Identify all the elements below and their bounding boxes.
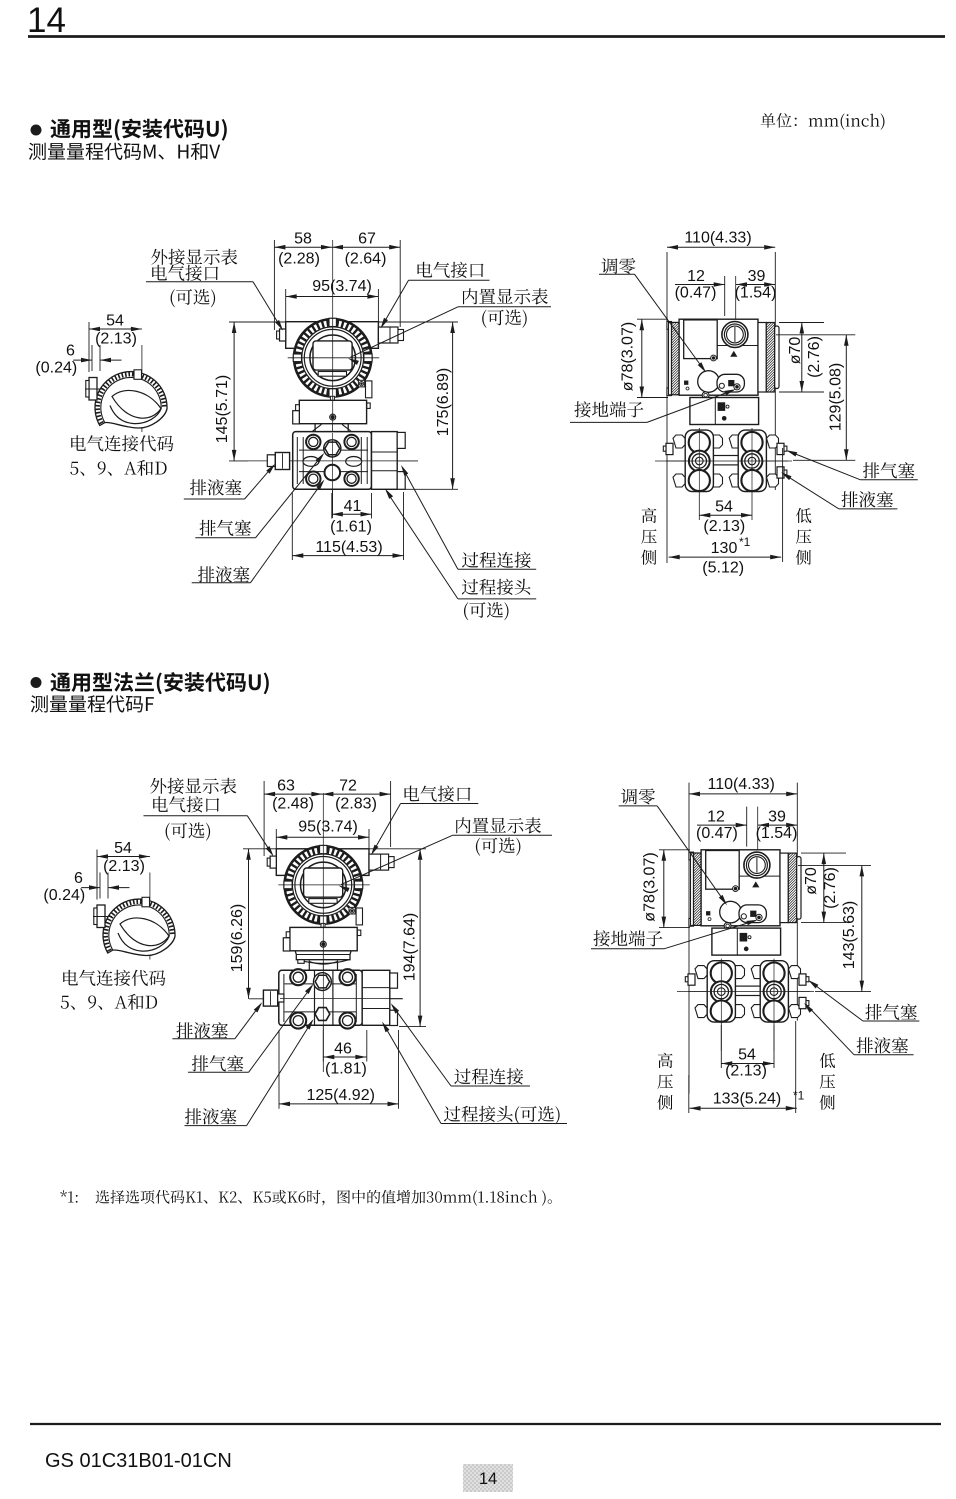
svg-text:(2.48): (2.48)	[272, 796, 314, 813]
svg-text:(2.76): (2.76)	[806, 336, 823, 378]
svg-text:54: 54	[738, 1047, 756, 1064]
svg-text:39: 39	[748, 268, 766, 285]
svg-text:194(7.64): 194(7.64)	[401, 913, 418, 982]
svg-text:54: 54	[114, 840, 132, 857]
svg-text:(2.13): (2.13)	[103, 858, 145, 875]
svg-text:54: 54	[715, 499, 733, 516]
svg-text:ø78(3.07): ø78(3.07)	[619, 322, 636, 391]
svg-text:110(4.33): 110(4.33)	[708, 776, 775, 793]
svg-text:12: 12	[707, 809, 725, 826]
svg-text:(2.13): (2.13)	[725, 1063, 767, 1080]
svg-text:125(4.92): 125(4.92)	[306, 1087, 375, 1104]
svg-text:110(4.33): 110(4.33)	[684, 229, 751, 246]
svg-text:14: 14	[479, 1470, 497, 1488]
svg-text:GS 01C31B01-01CN: GS 01C31B01-01CN	[45, 1450, 232, 1472]
svg-text:133(5.24): 133(5.24)	[713, 1091, 782, 1108]
svg-text:6: 6	[66, 343, 75, 360]
svg-text:130: 130	[711, 540, 738, 557]
svg-text:129(5.08): 129(5.08)	[828, 363, 845, 432]
svg-text:95(3.74): 95(3.74)	[312, 278, 372, 295]
svg-text:(0.24): (0.24)	[43, 887, 85, 904]
svg-text:(1.81): (1.81)	[325, 1061, 367, 1078]
svg-text:54: 54	[106, 313, 124, 330]
svg-text:95(3.74): 95(3.74)	[298, 819, 358, 836]
svg-text:ø78(3.07): ø78(3.07)	[641, 852, 658, 921]
svg-text:(0.24): (0.24)	[35, 360, 77, 377]
svg-text:(0.47): (0.47)	[675, 285, 717, 302]
svg-text:46: 46	[334, 1041, 352, 1058]
svg-text:12: 12	[687, 268, 705, 285]
svg-text:(2.13): (2.13)	[703, 518, 745, 535]
svg-text:72: 72	[339, 778, 357, 795]
svg-text:(0.47): (0.47)	[696, 825, 738, 842]
svg-text:*1: *1	[739, 535, 751, 549]
svg-text:(2.13): (2.13)	[95, 331, 137, 348]
svg-text:(2.64): (2.64)	[345, 251, 387, 268]
svg-text:58: 58	[294, 231, 312, 248]
svg-text:159(6.26): 159(6.26)	[229, 904, 246, 973]
svg-text:ø70: ø70	[803, 867, 820, 895]
svg-text:(2.28): (2.28)	[278, 251, 320, 268]
svg-text:63: 63	[277, 778, 295, 795]
svg-text:67: 67	[358, 231, 376, 248]
svg-text:(2.83): (2.83)	[335, 796, 377, 813]
svg-text:39: 39	[768, 809, 786, 826]
svg-text:175(6.89): 175(6.89)	[435, 368, 452, 437]
svg-text:14: 14	[27, 1, 66, 40]
svg-text:(1.54): (1.54)	[735, 285, 777, 302]
svg-text:(1.54): (1.54)	[756, 825, 798, 842]
svg-text:6: 6	[74, 870, 83, 887]
svg-text:143(5.63): 143(5.63)	[841, 901, 858, 970]
svg-text:41: 41	[344, 498, 362, 515]
svg-text:145(5.71): 145(5.71)	[214, 375, 231, 444]
svg-text:(2.76): (2.76)	[822, 867, 839, 909]
svg-text:ø70: ø70	[787, 337, 804, 365]
svg-text:(5.12): (5.12)	[702, 560, 744, 577]
svg-text:(1.61): (1.61)	[330, 519, 372, 536]
svg-text:115(4.53): 115(4.53)	[315, 539, 382, 556]
svg-text:*1: *1	[793, 1089, 805, 1103]
